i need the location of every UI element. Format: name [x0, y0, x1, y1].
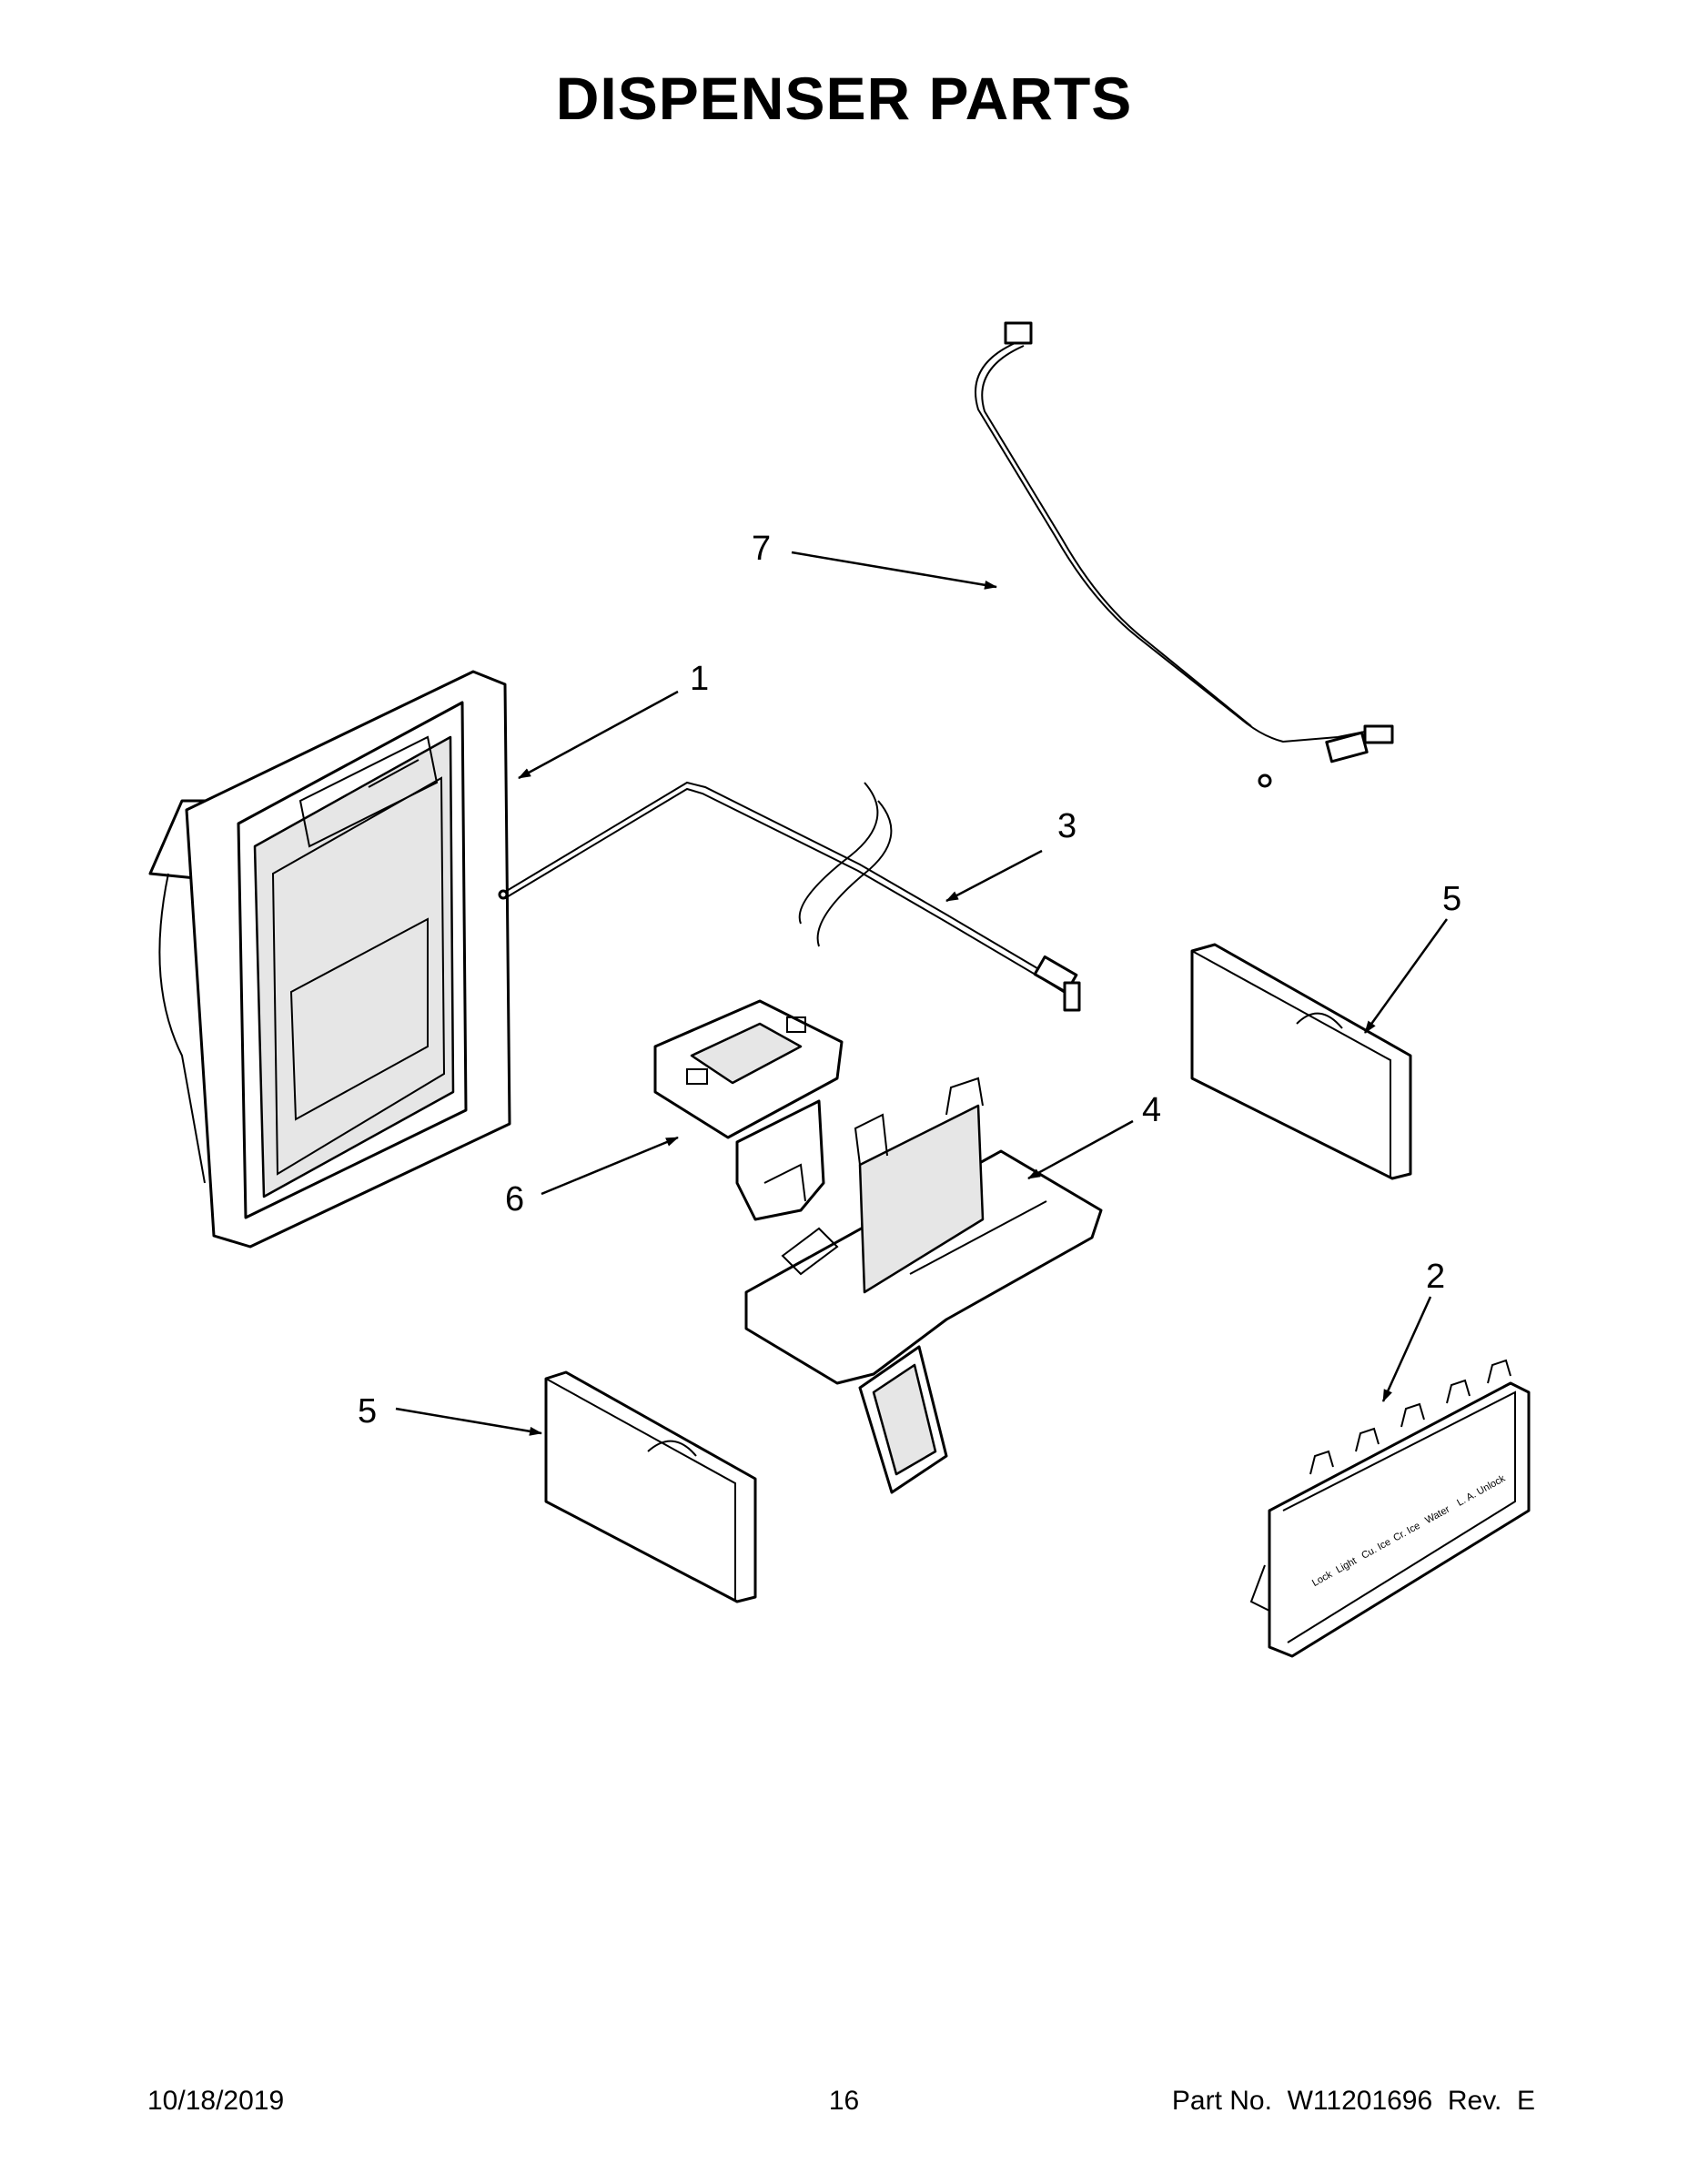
footer-part-number: Part No. W11201696 Rev. E: [1171, 2086, 1535, 2116]
part-3-water-tube: [498, 781, 1081, 1012]
callout-7: 7: [752, 530, 771, 568]
leader-arrow-3: [945, 849, 1043, 903]
callout-3: 3: [1057, 807, 1076, 845]
callout-labels: 7 1 3 5 4 6 2 5: [358, 530, 1461, 1431]
leader-arrow-2: [1381, 1296, 1432, 1402]
part-4-switch-assembly: [744, 1077, 1103, 1494]
leader-arrows: [395, 551, 1449, 1436]
leader-arrow-4: [1027, 1119, 1134, 1180]
part-7-wire-harness: [975, 321, 1394, 788]
part-6-actuator: [653, 999, 844, 1221]
footer-date: 10/18/2019: [147, 2086, 285, 2116]
part-5-door-flap-right: [1190, 943, 1412, 1180]
leader-arrow-6: [541, 1136, 679, 1196]
part-5-door-flap-left: [544, 1370, 757, 1603]
leader-arrow-5-right: [1363, 918, 1449, 1034]
leader-arrow-5-left: [395, 1407, 542, 1436]
callout-4: 4: [1142, 1091, 1161, 1129]
page-title: DISPENSER PARTS: [555, 65, 1133, 132]
callout-5-right: 5: [1442, 880, 1461, 918]
callout-5-left: 5: [358, 1392, 377, 1431]
part-2-control-panel: Lock Light Cu. Ice Cr. Ice Water L. A. U…: [1249, 1359, 1531, 1658]
callout-6: 6: [505, 1180, 524, 1218]
leader-arrow-1: [518, 690, 679, 780]
callout-2: 2: [1426, 1258, 1445, 1296]
footer-page-number: 16: [828, 2086, 860, 2116]
callout-1: 1: [690, 660, 709, 698]
leader-arrow-7: [791, 551, 997, 590]
part-1-dispenser-housing: [148, 670, 511, 1249]
